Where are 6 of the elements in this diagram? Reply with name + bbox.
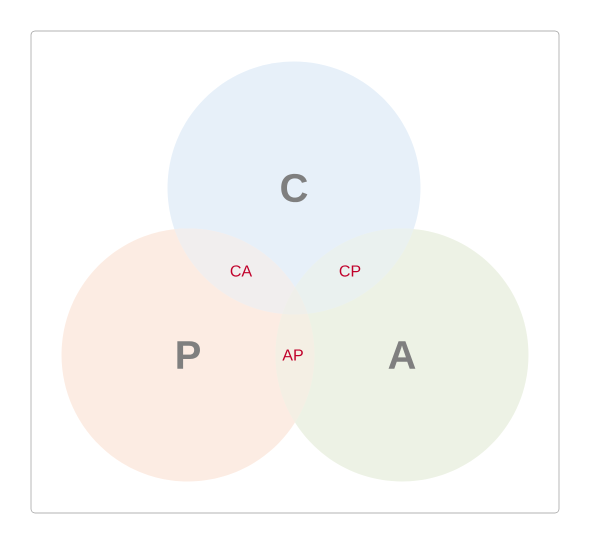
- circle-letter: A: [388, 341, 416, 369]
- circle-letter: P: [177, 341, 200, 369]
- intersection-label: CP: [340, 265, 360, 277]
- intersection-label: CA: [230, 265, 252, 277]
- circle-letter: C: [281, 174, 308, 202]
- intersection-label: AP: [282, 349, 303, 360]
